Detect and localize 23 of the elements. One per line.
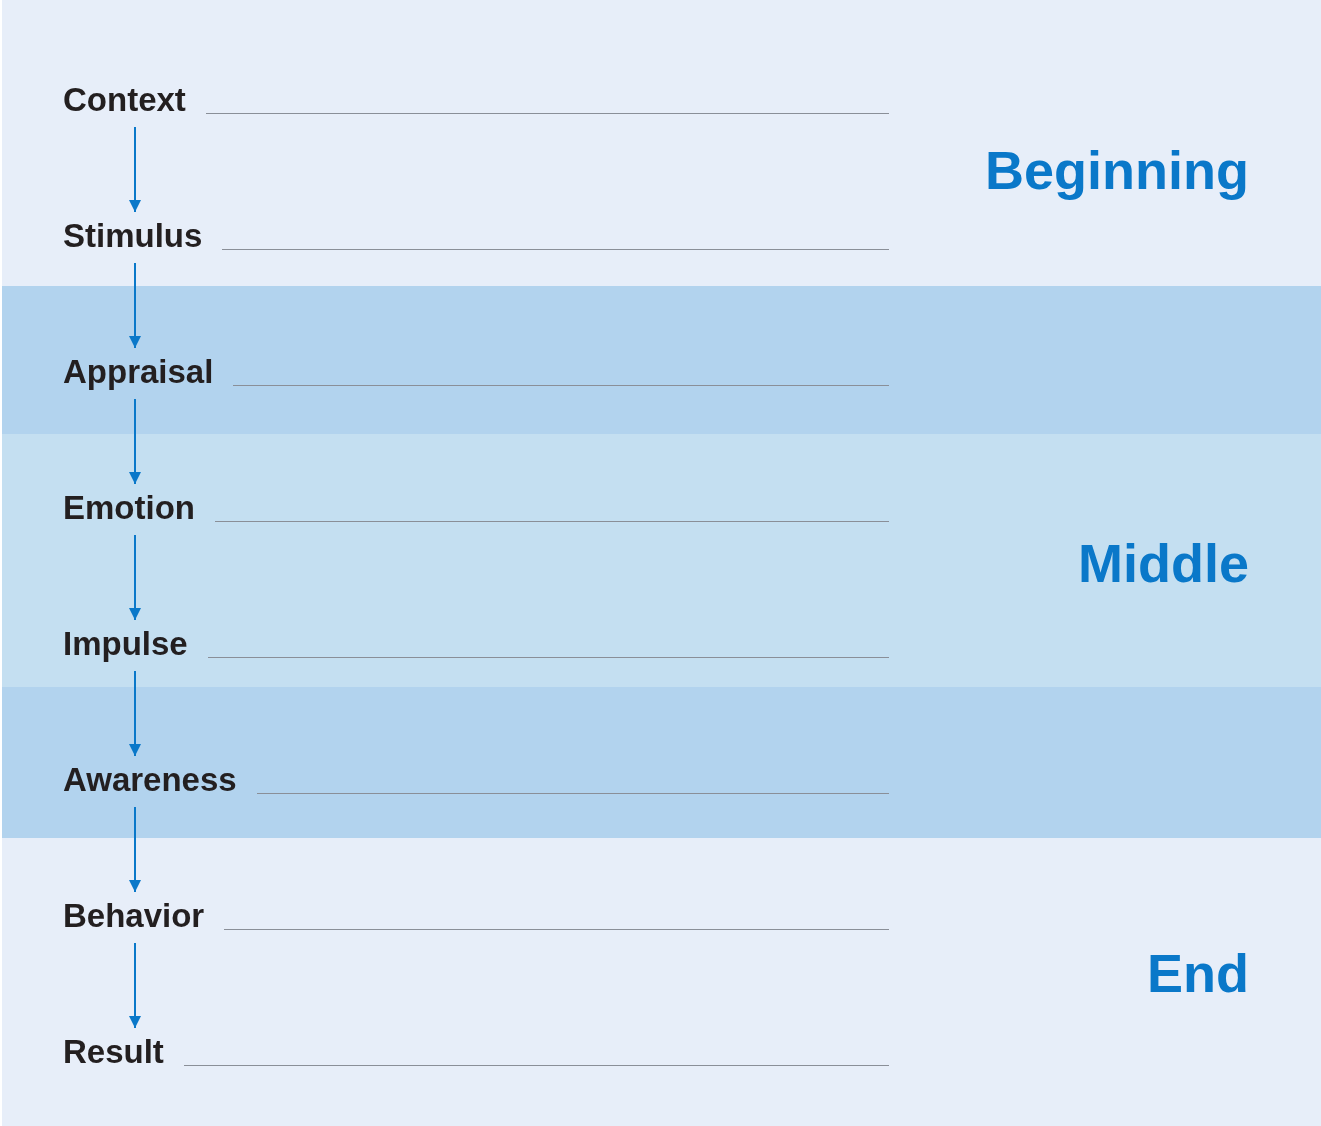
arrow	[129, 262, 141, 349]
step-label: Appraisal	[63, 352, 214, 392]
step-label: Context	[63, 80, 186, 120]
stage-label: Middle	[1078, 532, 1249, 595]
band-background	[2, 434, 1321, 687]
step-label: Behavior	[63, 896, 205, 936]
arrow	[129, 126, 141, 213]
arrow	[129, 534, 141, 621]
band-background	[2, 687, 1321, 838]
band-background	[2, 286, 1321, 434]
stage-label: End	[1147, 942, 1249, 1005]
arrow	[129, 670, 141, 757]
step-label: Awareness	[63, 760, 237, 800]
arrow	[129, 942, 141, 1029]
step-label: Stimulus	[63, 216, 203, 256]
band-background	[2, 0, 1321, 286]
arrow	[129, 398, 141, 485]
step-label: Emotion	[63, 488, 195, 528]
step-label: Impulse	[63, 624, 188, 664]
arrow	[129, 806, 141, 893]
step-label: Result	[63, 1032, 164, 1072]
band-background	[2, 838, 1321, 1126]
stage-label: Beginning	[985, 139, 1249, 202]
